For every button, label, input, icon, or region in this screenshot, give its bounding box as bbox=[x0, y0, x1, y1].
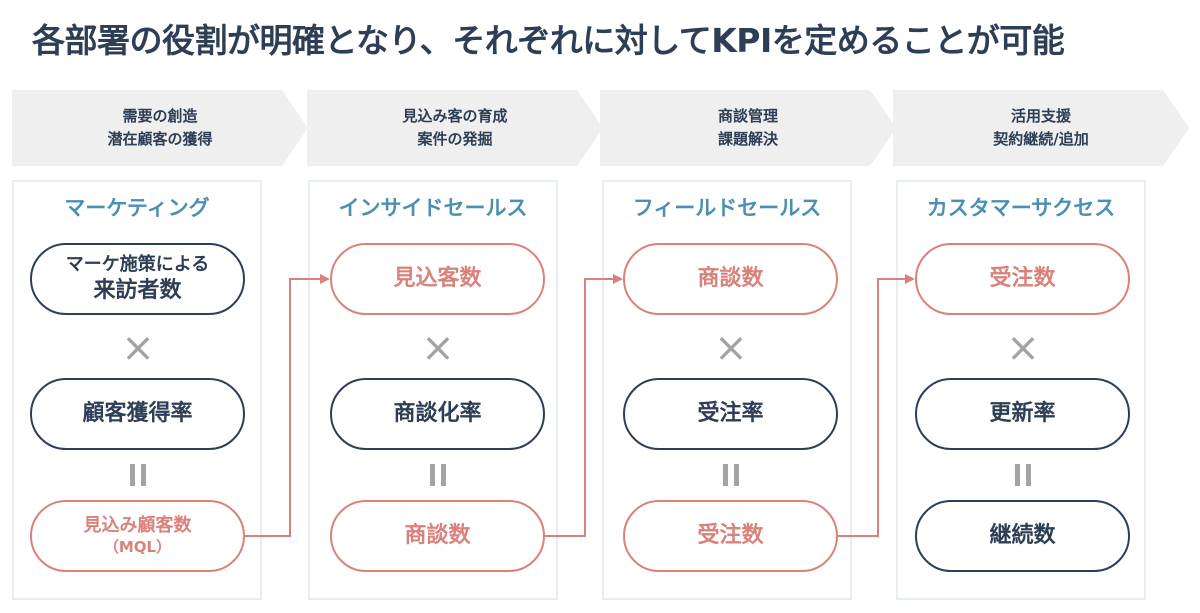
page-title: 各部署の役割が明確となり、それぞれに対してKPIを定めることが可能 bbox=[32, 21, 1065, 60]
stage-chevrons: 需要の創造 潜在顧客の獲得 見込み客の育成 案件の発掘 商談管理 課題解決 活用… bbox=[12, 90, 1192, 166]
kpi-visitors-line1: マーケ施策による bbox=[65, 254, 210, 275]
department-label-field-sales: フィールドセールス bbox=[632, 196, 822, 220]
equals-icon bbox=[427, 464, 449, 488]
department-label-customer-success: カスタマーサクセス bbox=[926, 196, 1116, 220]
stage-label-line1: 需要の創造 bbox=[122, 106, 198, 125]
stage-customer-success: 活用支援 契約継続/追加 bbox=[893, 90, 1189, 166]
kpi-visitors: マーケ施策による 来訪者数 bbox=[30, 243, 245, 315]
stage-deal-management: 商談管理 課題解決 bbox=[600, 90, 896, 166]
multiply-icon: × bbox=[121, 325, 155, 371]
kpi-customer-acquisition-rate: 顧客獲得率 bbox=[30, 378, 245, 450]
equals-icon bbox=[720, 464, 742, 488]
kpi-deals-input: 商談数 bbox=[623, 243, 838, 315]
stage-label-line2: 案件の発掘 bbox=[417, 130, 493, 148]
equals-icon bbox=[1012, 464, 1034, 488]
kpi-retained-count: 継続数 bbox=[915, 500, 1130, 572]
stage-label-line1: 見込み客の育成 bbox=[402, 106, 508, 125]
department-label-marketing: マーケティング bbox=[64, 196, 210, 220]
stage-demand-creation: 需要の創造 潜在顧客の獲得 bbox=[12, 90, 308, 166]
kpi-orders: 受注数 bbox=[623, 500, 838, 572]
department-label-inside-sales: インサイドセールス bbox=[338, 196, 528, 220]
kpi-win-rate: 受注率 bbox=[623, 378, 838, 450]
stage-label-line2: 課題解決 bbox=[717, 130, 778, 148]
multiply-icon: × bbox=[1006, 325, 1040, 371]
kpi-deal-conversion-rate: 商談化率 bbox=[330, 378, 545, 450]
stage-label-line1: 活用支援 bbox=[1010, 106, 1071, 125]
kpi-mql-line2: （MQL） bbox=[103, 537, 172, 556]
multiply-icon: × bbox=[714, 325, 748, 371]
stage-label-line2: 契約継続/追加 bbox=[993, 130, 1089, 148]
multiply-icon: × bbox=[421, 325, 455, 371]
stage-label-line1: 商談管理 bbox=[717, 106, 778, 125]
kpi-renewal-rate: 更新率 bbox=[915, 378, 1130, 450]
kpi-mql: 見込み顧客数 （MQL） bbox=[30, 500, 245, 572]
kpi-orders-input: 受注数 bbox=[915, 243, 1130, 315]
stage-label-line2: 潜在顧客の獲得 bbox=[107, 130, 213, 148]
kpi-deals: 商談数 bbox=[330, 500, 545, 572]
kpi-leads: 見込客数 bbox=[330, 243, 545, 315]
kpi-visitors-line2: 来訪者数 bbox=[93, 277, 182, 303]
equals-icon bbox=[127, 464, 149, 488]
stage-lead-nurturing: 見込み客の育成 案件の発掘 bbox=[307, 90, 603, 166]
kpi-mql-line1: 見込み顧客数 bbox=[83, 515, 192, 537]
